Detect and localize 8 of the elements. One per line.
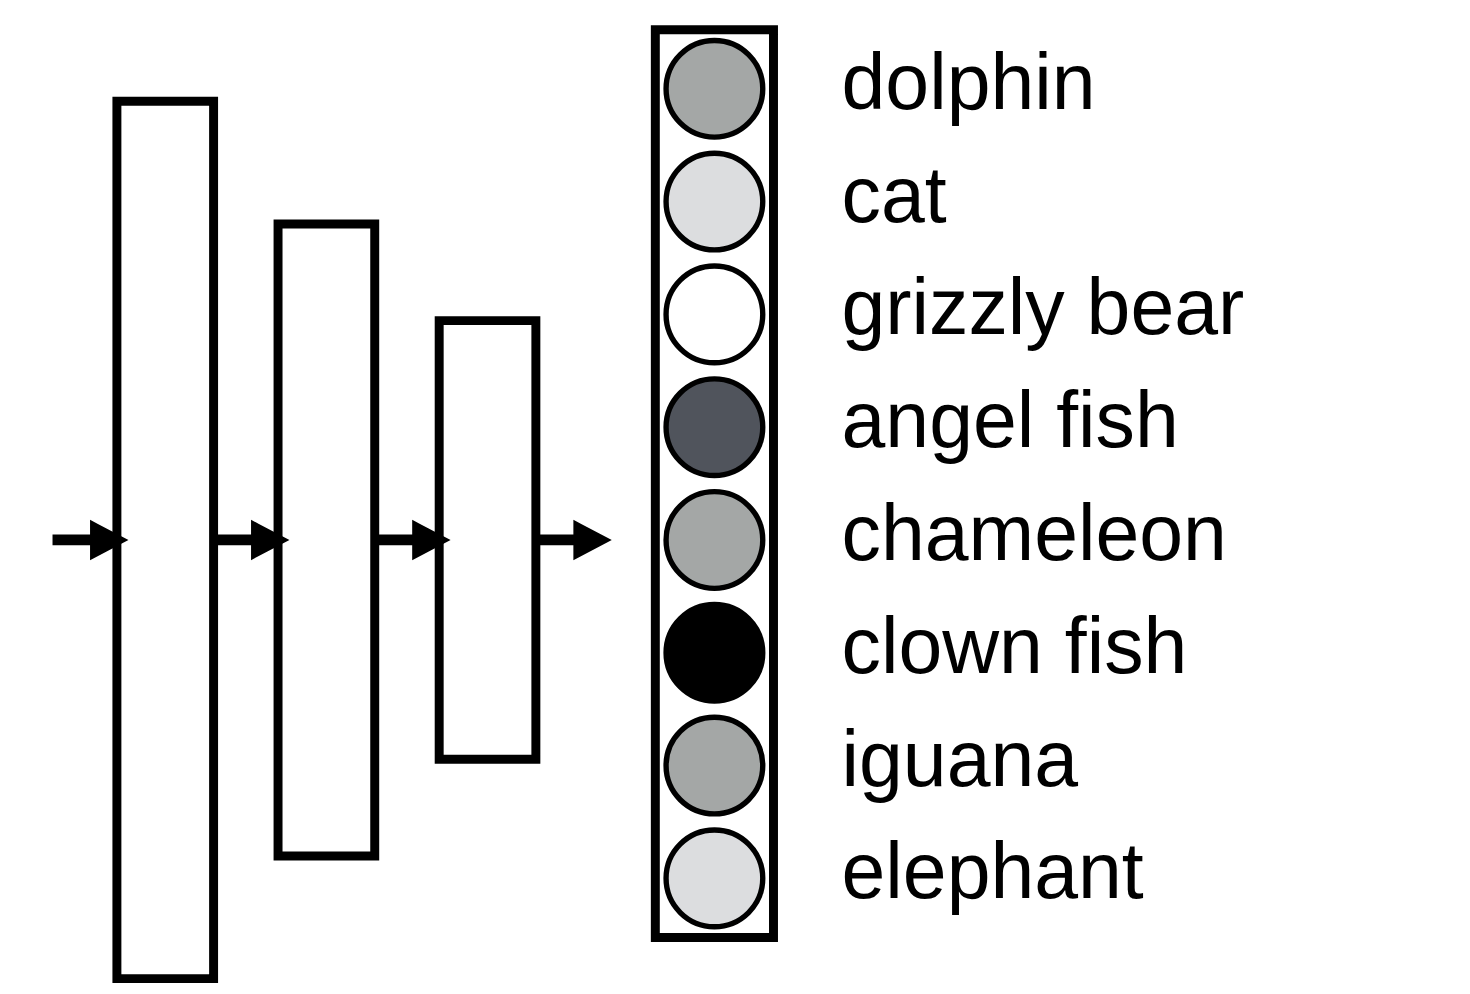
node-label: iguana bbox=[841, 714, 1078, 803]
node-label: elephant bbox=[841, 827, 1144, 916]
node-label: cat bbox=[841, 150, 947, 239]
node-label: chameleon bbox=[841, 489, 1227, 578]
node-label: dolphin bbox=[841, 37, 1096, 126]
node-label: angel fish bbox=[841, 376, 1179, 465]
node-label: grizzly bear bbox=[841, 263, 1244, 352]
node-label: clown fish bbox=[841, 601, 1187, 690]
